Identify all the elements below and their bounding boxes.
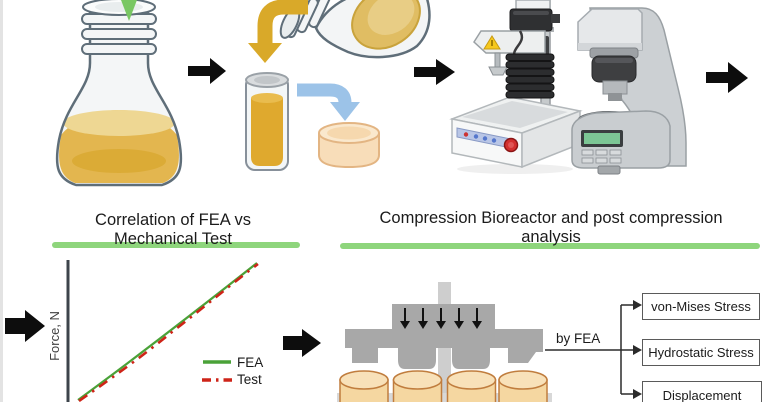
pour-arrow-icon [248,0,308,63]
legend-test-label: Test [237,372,262,387]
pouring-flask-icon [279,0,431,59]
flow-arrow-icon [706,62,748,93]
by-fea-label: by FEA [556,331,601,346]
keypad-icon [581,149,622,164]
output-label-von-mises: von-Mises Stress [651,299,751,314]
gel-disc-icon [318,122,380,169]
output-label-displacement: Displacement [662,388,742,402]
output-box-displacement: Displacement [642,381,762,402]
title-highlight-left [52,242,300,248]
hydrogel-samples-icon [339,370,548,402]
hardness-tester-icon [571,7,687,175]
right-panel-title: Compression Bioreactor and post compress… [341,209,761,247]
y-axis-label: Force, N [47,311,62,361]
fea-output-connectors [545,300,642,399]
bellows-icon [505,53,555,99]
left-panel-title: Correlation of FEA vs Mechanical Test [33,211,313,249]
right-title-line1: Compression Bioreactor and post compress… [379,209,723,227]
flow-arrow-icon [414,59,455,85]
output-box-hydrostatic: Hydrostatic Stress [642,339,760,366]
erlenmeyer-flask-icon [55,0,183,187]
pipette-tip-icon [121,0,137,21]
left-title-line1: Correlation of FEA vs [95,211,251,229]
title-highlight-right [340,243,760,249]
right-title-line2: analysis [521,228,581,246]
flow-arrow-icon [188,58,226,84]
test-line [78,262,259,402]
texture-analyzer-icon [449,0,583,174]
flow-arrow-icon [283,329,321,357]
flow-arrow-icon [5,310,45,342]
sample-tube-icon [245,72,289,171]
transfer-arrow-icon [297,83,360,121]
load-arrows-icon [400,308,482,329]
output-label-hydrostatic: Hydrostatic Stress [648,345,754,360]
left-border [0,0,3,402]
compression-press-icon [337,282,552,402]
legend-fea-label: FEA [237,355,264,370]
left-title-line2: Mechanical Test [113,230,232,248]
output-box-von-mises: von-Mises Stress [642,293,760,320]
correlation-chart [66,260,259,402]
